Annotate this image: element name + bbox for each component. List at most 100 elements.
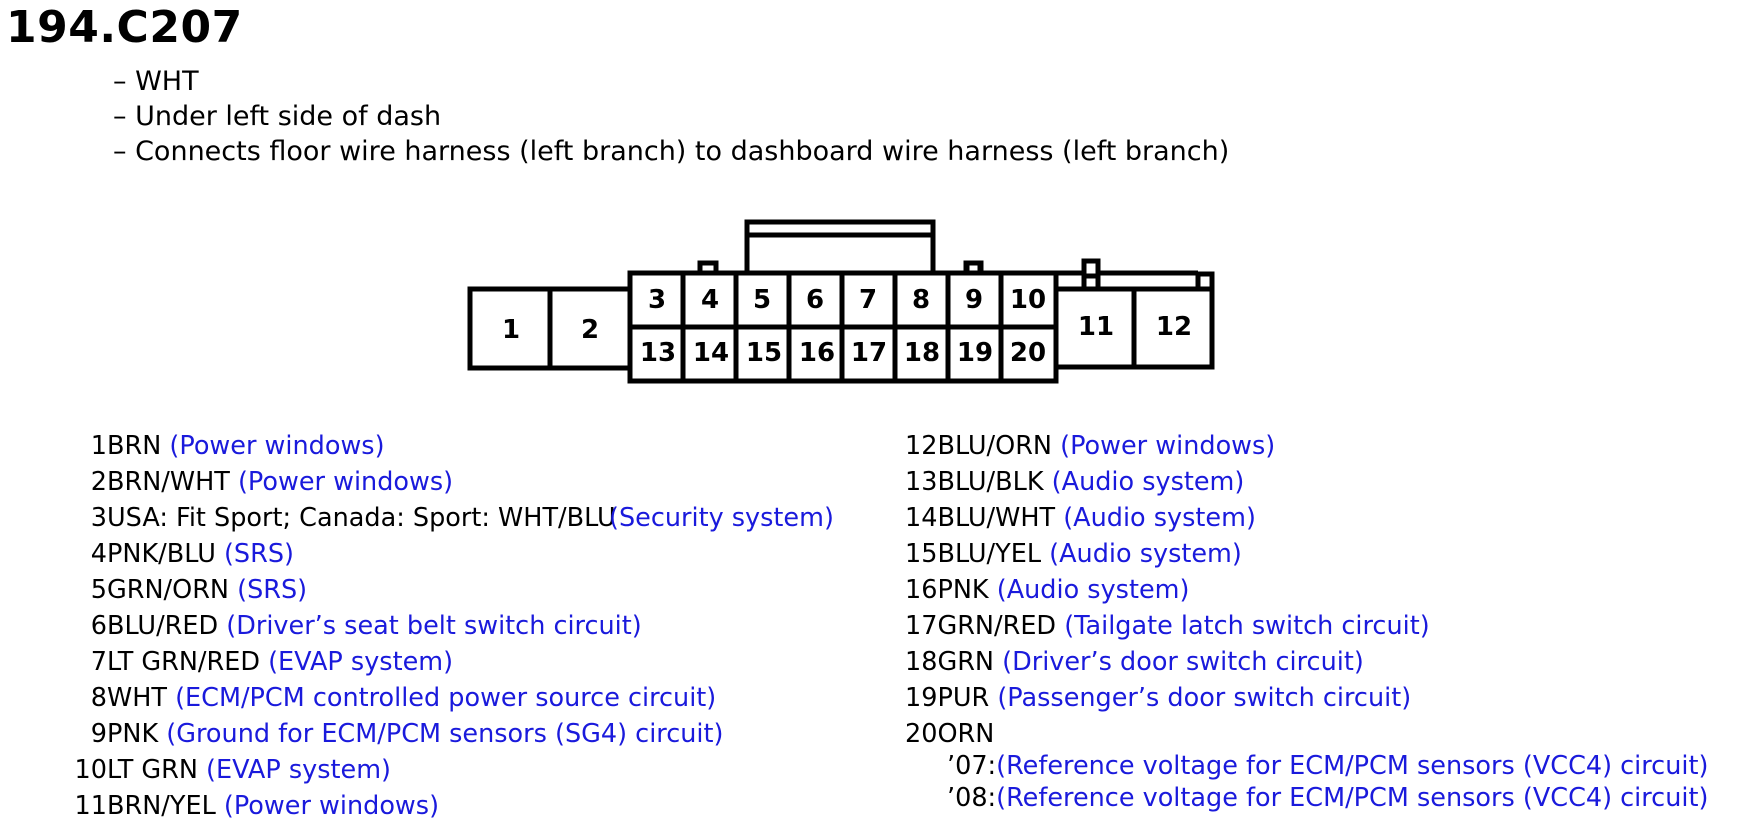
- pin-14-label: 14: [693, 338, 729, 368]
- year-label: ’08:: [947, 783, 997, 813]
- circuit-link[interactable]: (Audio system): [996, 575, 1190, 605]
- circuit-link[interactable]: (Reference voltage for ECM/PCM sensors (…: [996, 783, 1709, 813]
- info-connection: – Connects floor wire harness (left bran…: [113, 136, 1230, 167]
- wire-color: ORN: [937, 719, 995, 749]
- circuit-link[interactable]: (Passenger’s door switch circuit): [997, 683, 1412, 713]
- pinout-row-14: 14BLU/WHT (Audio system): [905, 500, 1256, 536]
- pin-4-label: 4: [701, 285, 719, 315]
- pin-6-label: 6: [806, 285, 824, 315]
- wire-color: BLU/RED: [107, 611, 219, 641]
- circuit-link[interactable]: (Reference voltage for ECM/PCM sensors (…: [996, 751, 1709, 781]
- circuit-link[interactable]: (ECM/PCM controlled power source circuit…: [175, 683, 717, 713]
- pinout-row-19: 19PUR (Passenger’s door switch circuit): [905, 680, 1411, 716]
- pin-18-label: 18: [904, 338, 940, 368]
- pinout-row-13: 13BLU/BLK (Audio system): [905, 464, 1244, 500]
- circuit-link[interactable]: (Ground for ECM/PCM sensors (SG4) circui…: [166, 719, 724, 749]
- circuit-link[interactable]: (SRS): [237, 575, 308, 605]
- wire-color: BRN: [107, 431, 162, 461]
- pin-number: 14: [905, 503, 938, 533]
- pin-12-label: 12: [1156, 312, 1192, 342]
- circuit-link[interactable]: (Power windows): [1060, 431, 1276, 461]
- circuit-link[interactable]: (Power windows): [169, 431, 385, 461]
- pinout-row-18: 18GRN (Driver’s door switch circuit): [905, 644, 1364, 680]
- pin-number: 10: [74, 755, 107, 785]
- wire-color: PNK: [937, 575, 989, 605]
- pin-number: 20: [905, 719, 938, 749]
- pin-number: 6: [90, 611, 107, 641]
- pin-number: 5: [90, 575, 107, 605]
- pinout-row-9: 9PNK (Ground for ECM/PCM sensors (SG4) c…: [0, 716, 724, 752]
- pin-2-label: 2: [581, 315, 599, 345]
- wire-color: GRN/RED: [937, 611, 1057, 641]
- pin-number: 3: [90, 503, 107, 533]
- circuit-link[interactable]: (EVAP system): [268, 647, 454, 677]
- pinout-row-2: 2BRN/WHT (Power windows): [0, 464, 453, 500]
- wire-color: LT GRN/RED: [107, 647, 260, 677]
- circuit-link[interactable]: (Audio system): [1051, 467, 1245, 497]
- pinout-row-10: 10LT GRN (EVAP system): [0, 752, 391, 788]
- pin-number: 13: [905, 467, 938, 497]
- circuit-link[interactable]: (Tailgate latch switch circuit): [1064, 611, 1430, 641]
- pin-number: 12: [905, 431, 938, 461]
- info-color: – WHT: [113, 66, 199, 97]
- wire-color: BLU/WHT: [937, 503, 1056, 533]
- pinout-row-5: 5GRN/ORN (SRS): [0, 572, 307, 608]
- pin-number: 19: [905, 683, 938, 713]
- pinout-row-7: 7LT GRN/RED (EVAP system): [0, 644, 453, 680]
- pinout-row-17: 17GRN/RED (Tailgate latch switch circuit…: [905, 608, 1430, 644]
- pin-7-label: 7: [859, 285, 877, 315]
- pin-10-label: 10: [1010, 285, 1046, 315]
- wire-color: PUR: [937, 683, 990, 713]
- pin-19-label: 19: [957, 338, 993, 368]
- wire-color: BRN/YEL: [107, 791, 216, 821]
- pin-13-label: 13: [640, 338, 676, 368]
- connector-title: 194.C207: [6, 2, 243, 53]
- pin-20-label: 20: [1010, 338, 1046, 368]
- pin-number: 1: [90, 431, 107, 461]
- wire-color: GRN/ORN: [107, 575, 230, 605]
- pin20-note-2008: ’08:(Reference voltage for ECM/PCM senso…: [947, 780, 1708, 816]
- pin-number: 17: [905, 611, 938, 641]
- pin-number: 11: [74, 791, 107, 821]
- wire-color: PNK: [107, 719, 159, 749]
- pin-17-label: 17: [851, 338, 887, 368]
- circuit-link[interactable]: (Power windows): [237, 467, 454, 497]
- wire-color: WHT: [107, 683, 167, 713]
- circuit-link[interactable]: (Driver’s seat belt switch circuit): [226, 611, 642, 641]
- pinout-row-11: 11BRN/YEL (Power windows): [0, 788, 439, 824]
- pinout-row-20: 20ORN: [905, 716, 994, 752]
- pin-11-label: 11: [1078, 312, 1114, 342]
- info-location: – Under left side of dash: [113, 101, 442, 132]
- circuit-link[interactable]: (Driver’s door switch circuit): [1002, 647, 1364, 677]
- pin-number: 7: [90, 647, 107, 677]
- year-label: ’07:: [947, 751, 997, 781]
- circuit-link[interactable]: (Audio system): [1049, 539, 1242, 569]
- connector-info: – WHT – Under left side of dash – Connec…: [113, 64, 1229, 169]
- wire-color: BLU/YEL: [937, 539, 1042, 569]
- pin-15-label: 15: [746, 338, 782, 368]
- pin-number: 2: [90, 467, 107, 497]
- circuit-link[interactable]: (Power windows): [223, 791, 440, 821]
- pin20-note-2007: ’07:(Reference voltage for ECM/PCM senso…: [947, 748, 1708, 784]
- wire-color: USA: Fit Sport; Canada: Sport: WHT/BLU: [107, 503, 616, 533]
- pinout-row-1: 1BRN (Power windows): [0, 428, 385, 464]
- wire-color: BRN/WHT: [107, 467, 230, 497]
- circuit-link[interactable]: (Audio system): [1063, 503, 1256, 533]
- pin-number: 16: [905, 575, 938, 605]
- pinout-row-16: 16PNK (Audio system): [905, 572, 1189, 608]
- pin-3-label: 3: [648, 285, 666, 315]
- pin-number: 4: [90, 539, 107, 569]
- pinout-row-8: 8WHT (ECM/PCM controlled power source ci…: [0, 680, 716, 716]
- wire-color: LT GRN: [107, 755, 198, 785]
- circuit-link[interactable]: (Security system): [609, 503, 834, 533]
- pin-1-label: 1: [502, 315, 520, 345]
- pin-number: 18: [905, 647, 938, 677]
- circuit-link[interactable]: (SRS): [223, 539, 294, 569]
- pinout-row-4: 4PNK/BLU (SRS): [0, 536, 294, 572]
- circuit-link[interactable]: (EVAP system): [206, 755, 391, 785]
- pin-16-label: 16: [799, 338, 835, 368]
- pinout-row-3: 3USA: Fit Sport; Canada: Sport: WHT/BLU …: [0, 500, 834, 536]
- wire-color: BLU/BLK: [937, 467, 1044, 497]
- pin-number: 15: [905, 539, 938, 569]
